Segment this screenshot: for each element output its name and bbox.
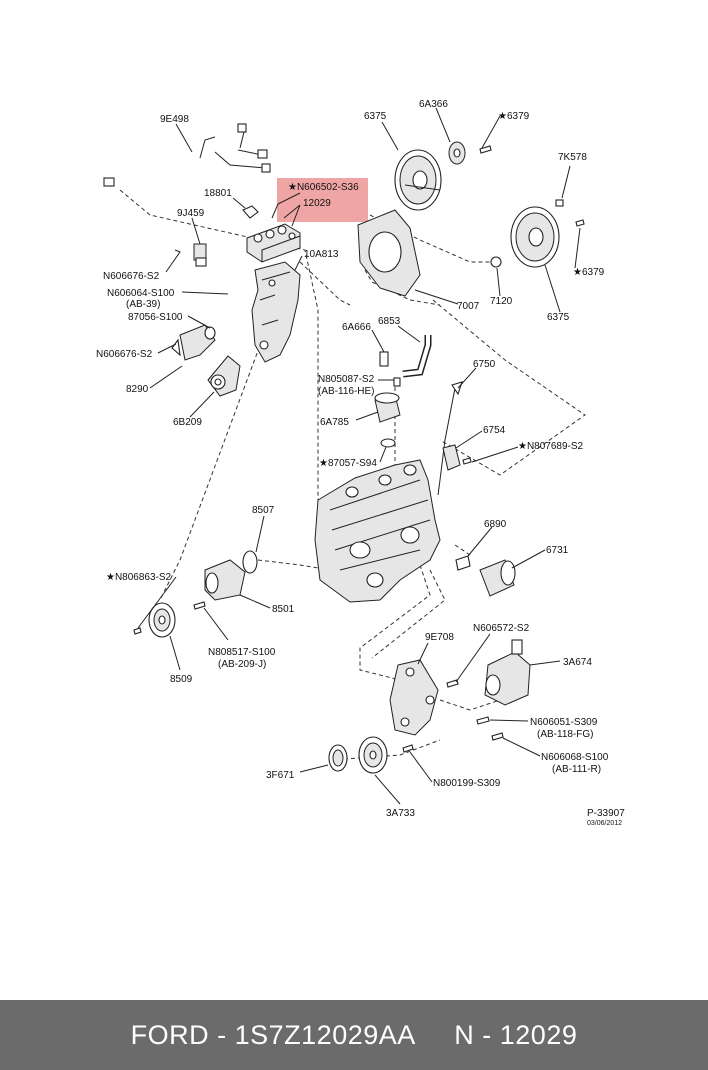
part-7K578 [555, 199, 564, 207]
gasket-8507 [242, 550, 258, 574]
bolt-6379-b [575, 219, 585, 227]
bushing-7120 [490, 256, 502, 268]
bolt-N807689 [462, 457, 472, 465]
label-N805087: N805087-S2 [318, 374, 375, 385]
plate-7007 [357, 209, 421, 297]
label-6375-a: 6375 [364, 111, 387, 122]
pulley-3A733 [358, 736, 388, 774]
label-N606572: N606572-S2 [473, 623, 530, 634]
label-N800199: N800199-S309 [433, 778, 501, 789]
dipstick-tube-6754 [442, 444, 461, 471]
label-3A733: 3A733 [386, 808, 415, 819]
label-8501: 8501 [272, 604, 295, 615]
label-12029: 12029 [303, 198, 331, 209]
label-18801: 18801 [204, 188, 232, 199]
connection-lines [119, 189, 586, 761]
label-AB111: (AB-111-R) [552, 764, 601, 775]
label-N606676-S2-a: N606676-S2 [103, 271, 160, 282]
label-6A366: 6A366 [419, 99, 448, 110]
bolt-N806863 [133, 627, 142, 635]
part-labels: 9E498 18801 9J459 N606676-S2 N606064-S10… [96, 99, 625, 827]
spacer-6A366 [448, 141, 466, 165]
label-8507: 8507 [252, 505, 275, 516]
label-N806863: ★N806863-S2 [106, 572, 172, 583]
label-N606068: N606068-S100 [541, 752, 609, 763]
label-N808517: N808517-S100 [208, 647, 276, 658]
label-6A785: 6A785 [320, 417, 349, 428]
label-6750: 6750 [473, 359, 496, 370]
label-6890: 6890 [484, 519, 507, 530]
idler-pulley-3F671 [328, 744, 348, 772]
label-8509: 8509 [170, 674, 193, 685]
ignition-coil-12029 [246, 223, 301, 263]
label-87056: 87056-S100 [128, 312, 183, 323]
pulley-8509 [148, 602, 176, 638]
label-N606502: ★N606502-S36 [288, 182, 359, 193]
label-N807689: ★N807689-S2 [518, 441, 584, 452]
bolt-N606051 [476, 716, 490, 725]
label-N606676-S2-b: N606676-S2 [96, 349, 153, 360]
label-AB118: (AB-118-FG) [537, 729, 594, 740]
footer-bar: FORD - 1S7Z12029AA N - 12029 [0, 1000, 708, 1070]
filter-adapter-6890 [455, 555, 471, 571]
label-7120: 7120 [490, 296, 513, 307]
water-outlet-8290 [171, 324, 216, 361]
exploded-parts-diagram: 9E498 18801 9J459 N606676-S2 N606064-S10… [96, 99, 625, 827]
sensor-9J459 [193, 243, 207, 267]
bolt-N808517 [193, 601, 206, 610]
highlight-box [277, 178, 368, 222]
label-6754: 6754 [483, 425, 506, 436]
oil-separator-6A785 [374, 392, 401, 423]
label-6379-b: ★6379 [573, 267, 605, 278]
label-7007: 7007 [457, 301, 480, 312]
part-18801 [242, 205, 259, 219]
label-6375-b: 6375 [547, 312, 570, 323]
bracket-9E708 [389, 659, 439, 736]
label-AB209: (AB-209-J) [218, 659, 266, 670]
bolt-N606068 [491, 732, 504, 741]
label-6379-a: ★6379 [498, 111, 530, 122]
bolt-N606572 [446, 679, 459, 688]
label-10A813: 10A813 [304, 249, 339, 260]
bracket-10A813 [251, 261, 301, 363]
dipstick-6750 [437, 387, 456, 496]
bolt-N805087 [393, 377, 401, 387]
wiring-harness-9E498 [103, 123, 271, 187]
label-N606051: N606051-S309 [530, 717, 598, 728]
label-3F671: 3F671 [266, 770, 295, 781]
label-9J459: 9J459 [177, 208, 205, 219]
label-AB39: (AB-39) [126, 299, 160, 310]
label-87057: ★87057-S94 [319, 458, 377, 469]
bolt-N800199 [402, 744, 414, 753]
label-6731: 6731 [546, 545, 569, 556]
oil-filter-6731 [479, 559, 516, 597]
label-6A666: 6A666 [342, 322, 371, 333]
label-7K578: 7K578 [558, 152, 587, 163]
power-steering-pump-3A674 [484, 639, 531, 706]
water-pump-8501 [204, 559, 246, 601]
leader-lines [137, 107, 581, 805]
flexplate-6375 [394, 149, 442, 211]
label-date: 03/06/2012 [587, 820, 622, 827]
pcv-valve-6A666 [379, 351, 389, 367]
bolt-6379-a [479, 145, 492, 154]
footer-part-number: FORD - 1S7Z12029AA N - 12029 [130, 1019, 578, 1050]
label-AB116: (AB-116-HE) [318, 386, 375, 397]
label-N606064: N606064-S100 [107, 288, 175, 299]
seal-87057 [380, 438, 396, 448]
engine-block [314, 459, 441, 603]
flywheel-6375 [510, 206, 560, 268]
label-3A674: 3A674 [563, 657, 592, 668]
label-P33907: P-33907 [587, 808, 625, 819]
label-9E708: 9E708 [425, 632, 454, 643]
label-6853: 6853 [378, 316, 401, 327]
tensioner-6B209 [207, 355, 241, 397]
label-8290: 8290 [126, 384, 149, 395]
label-6B209: 6B209 [173, 417, 202, 428]
label-9E498: 9E498 [160, 114, 189, 125]
